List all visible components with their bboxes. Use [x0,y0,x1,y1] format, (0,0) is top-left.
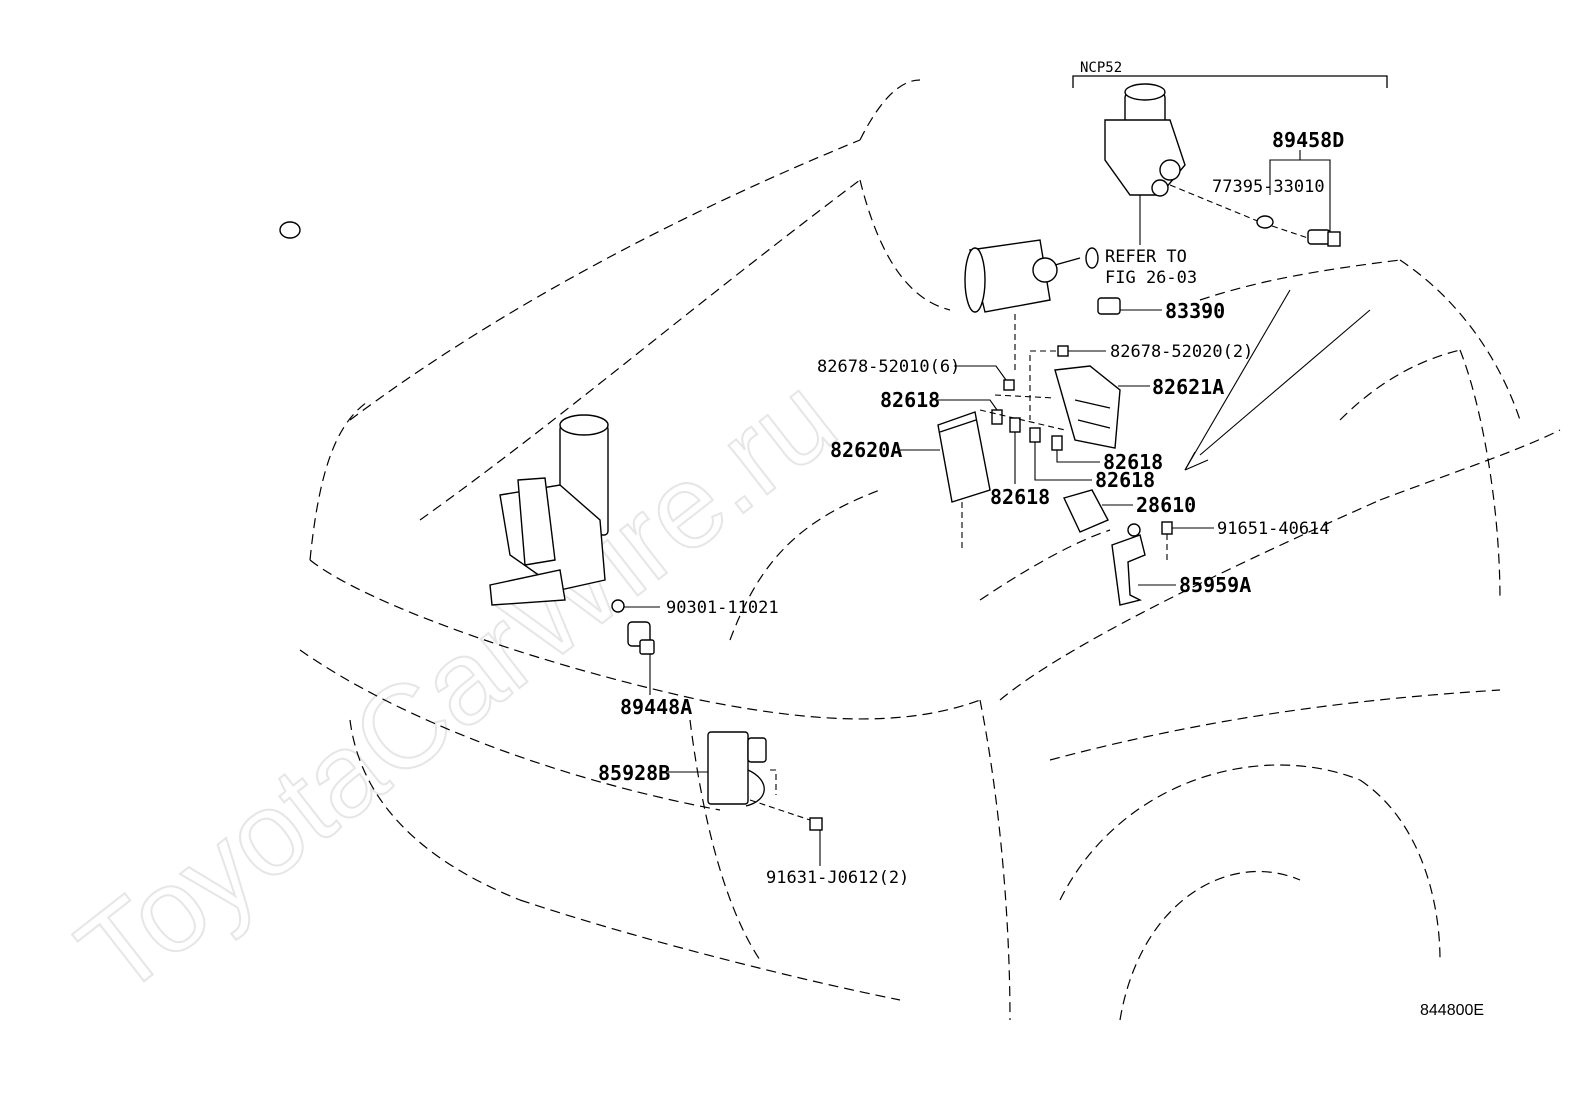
label-82618-d: 82618 [1095,468,1155,492]
label-89458D: 89458D [1272,128,1344,152]
relay-box-85928B [668,731,811,821]
leader-82618-c [1056,450,1100,463]
refer-note-line-2: FIG 26-03 [1105,268,1197,288]
label-82618-a: 82618 [880,388,940,412]
label-28610: 28610 [1136,493,1196,517]
label-91651-40614: 91651-40614 [1217,519,1330,539]
model-header: NCP52 [1080,60,1122,76]
abs-actuator [1104,83,1186,245]
ncp52-bracket: NCP52 [1072,60,1388,88]
label-82678-52020: 82678-52020(2) [1110,342,1253,362]
label-91631-J0612: 91631-J0612(2) [766,868,909,888]
solenoid-83390 [279,221,1121,370]
leader-82618-d [1034,442,1092,481]
leader-89458D [1300,159,1331,232]
figure-code: 844800E [1420,1002,1484,1019]
switch-89448A [627,621,655,695]
bracket-85959A [1111,523,1176,606]
label-77395-33010: 77395-33010 [1212,177,1325,197]
label-82620A: 82620A [830,438,902,462]
leader-77395 [1269,150,1301,195]
label-82621A: 82621A [1152,375,1224,399]
label-90301-11021: 90301-11021 [666,598,779,618]
relay-28610 [1063,489,1133,533]
bolt-82678-52010 [954,365,1015,391]
label-82678-52010: 82678-52010(6) [817,357,960,377]
label-85928B: 85928B [598,761,670,785]
label-82618-c: 82618 [1103,450,1163,474]
pressure-sensor-89458D [1169,184,1341,247]
bolt-91631-J0612 [809,817,823,866]
refer-note-line-1: REFER TO [1105,247,1187,267]
label-83390: 83390 [1165,299,1225,323]
bolt-91651-40614 [1161,521,1214,560]
washer-90301 [611,599,625,613]
label-89448A: 89448A [620,695,692,719]
ecu-82620A [937,411,991,550]
relay-cover-82621A [1054,365,1121,449]
master-cylinder [489,414,609,606]
relay-block [979,394,1066,451]
label-85959A: 85959A [1179,573,1251,597]
label-82618-b: 82618 [990,485,1050,509]
arrow-line-1 [1184,289,1291,471]
arrow-line-2 [1199,309,1371,456]
watermark: ToyotaCarWire.ru [55,351,860,1020]
arrow-head [1184,451,1209,471]
vehicle-body-outline [299,79,1561,1021]
leader-82618-a [937,399,998,411]
